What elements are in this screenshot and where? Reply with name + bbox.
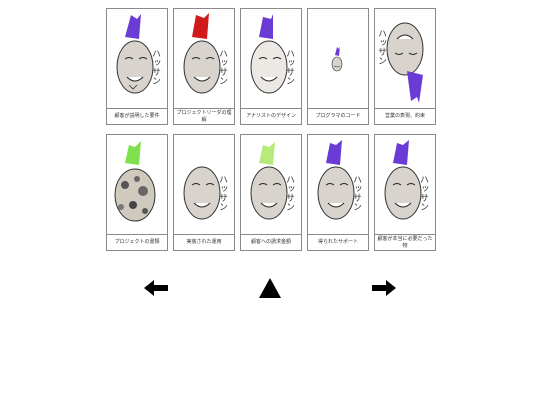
card-caption: プロジェクトリーダの理解 — [174, 108, 234, 124]
left-arrow-icon — [144, 280, 168, 296]
card-caption: 顧客が説明した要件 — [107, 108, 167, 124]
card-4: プログラマのコード — [307, 8, 369, 125]
card-caption: 得られたサポート — [308, 234, 368, 250]
card-3: ハッサン アナリストのデザイン — [240, 8, 302, 125]
face-illustration-icon: ハッサン — [317, 140, 362, 220]
svg-text:ハッサン: ハッサン — [150, 49, 161, 85]
card-caption: アナリストのデザイン — [241, 108, 301, 124]
card-caption: 実装された運用 — [174, 234, 234, 250]
card-6: プロジェクトの書類 — [106, 134, 168, 251]
card-5: ハッサン 営業の表現、約束 — [374, 8, 436, 125]
right-arrow-icon — [372, 280, 396, 296]
card-caption: プロジェクトの書類 — [107, 234, 167, 250]
face-illustration-icon: ハッサン — [183, 166, 228, 220]
face-illustration-icon: ハッサン — [250, 14, 295, 94]
card-caption: 営業の表現、約束 — [375, 108, 435, 124]
card-caption: プログラマのコード — [308, 108, 368, 124]
face-illustration-icon: ハッサン — [116, 14, 161, 94]
card-caption: 顧客が本当に必要だった物 — [375, 234, 435, 250]
face-illustration-icon: ハッサン — [250, 142, 295, 220]
svg-text:ハッサン: ハッサン — [284, 175, 295, 211]
face-illustration-icon — [331, 46, 343, 72]
card-1: ハッサン 顧客が説明した要件 — [106, 8, 168, 125]
next-button[interactable] — [369, 276, 399, 300]
card-7: ハッサン 実装された運用 — [173, 134, 235, 251]
card-9: ハッサン 得られたサポート — [307, 134, 369, 251]
svg-text:ハッサン: ハッサン — [284, 49, 295, 85]
card-10: ハッサン 顧客が本当に必要だった物 — [374, 134, 436, 251]
svg-text:ハッサン: ハッサン — [418, 175, 429, 211]
svg-text:ハッサン: ハッサン — [217, 49, 228, 85]
face-illustration-icon — [114, 141, 156, 222]
up-button[interactable] — [255, 276, 285, 300]
face-illustration-icon: ハッサン — [183, 13, 228, 94]
face-illustration-icon: ハッサン — [376, 22, 424, 103]
face-illustration-icon: ハッサン — [384, 140, 429, 220]
card-2: ハッサン プロジェクトリーダの理解 — [173, 8, 235, 125]
prev-button[interactable] — [141, 276, 171, 300]
comic-grid: ハッサン 顧客が説明した要件 ハッサン プロジェクトリーダの理解 ハッサン アナ… — [106, 8, 436, 254]
card-caption: 顧客への請求金額 — [241, 234, 301, 250]
svg-text:ハッサン: ハッサン — [351, 175, 362, 211]
svg-text:ハッサン: ハッサン — [376, 29, 387, 65]
svg-text:ハッサン: ハッサン — [217, 175, 228, 211]
card-8: ハッサン 顧客への請求金額 — [240, 134, 302, 251]
up-triangle-icon — [259, 278, 281, 298]
